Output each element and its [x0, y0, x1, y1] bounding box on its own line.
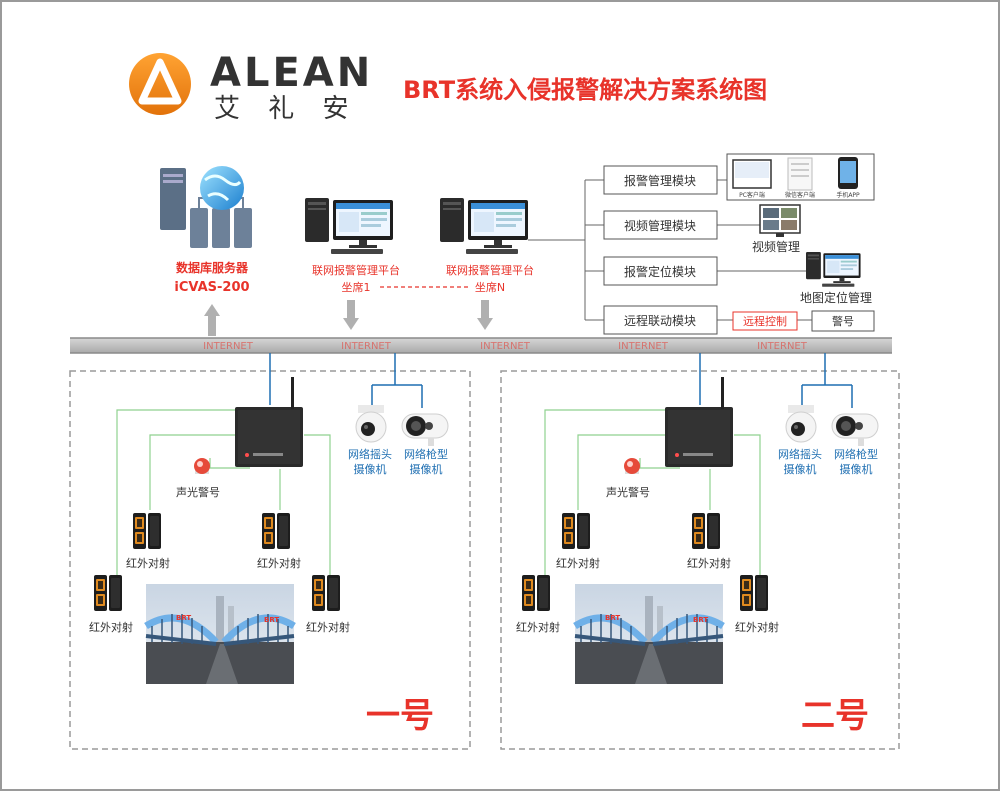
- svg-text:远程联动模块: 远程联动模块: [624, 313, 696, 328]
- site2-ir-label: 红外对射: [516, 620, 560, 634]
- site2-wiring: [544, 353, 853, 575]
- module-video: 视频管理模块: [603, 210, 718, 240]
- site2-ir-label: 红外对射: [735, 620, 779, 634]
- internet-labels: INTERNET INTERNET INTERNET INTERNET INTERNET: [203, 341, 808, 352]
- module-connectors: [528, 179, 812, 321]
- siren-icon: [624, 458, 640, 474]
- site1-ir-label: 红外对射: [257, 556, 301, 570]
- site1-ir-label: 红外对射: [126, 556, 170, 570]
- remote-control-box: 远程控制: [732, 311, 798, 331]
- site1-bullet-label-2: 摄像机: [410, 462, 443, 476]
- internet-label: INTERNET: [341, 341, 392, 352]
- site2-bullet-label-1: 网络枪型: [834, 447, 878, 461]
- arrow-down-icon: [477, 300, 493, 330]
- internet-label: INTERNET: [480, 341, 531, 352]
- site1-wiring: [116, 353, 423, 575]
- client-pc-label: PC客户端: [739, 191, 765, 199]
- site2-bridge-tag-1: BRT: [605, 614, 620, 622]
- site2-title: 二号: [801, 696, 869, 736]
- site1-bridge-tag-2: BRT: [264, 616, 279, 624]
- dome-camera-icon: [355, 404, 387, 443]
- seat1-line2: 坐席1: [342, 280, 371, 294]
- arrow-down-icon: [343, 300, 359, 330]
- seat1-line1: 联网报警管理平台: [312, 263, 400, 277]
- svg-text:报警定位模块: 报警定位模块: [624, 264, 696, 279]
- internet-label: INTERNET: [203, 341, 254, 352]
- seatN-line2: 坐席N: [475, 280, 505, 294]
- site1-ir-label: 红外对射: [89, 620, 133, 634]
- db-server-name: 数据库服务器: [176, 260, 249, 275]
- client-app-label: 手机APP: [836, 191, 860, 199]
- seatN-line1: 联网报警管理平台: [446, 263, 534, 277]
- site1-ir-label: 红外对射: [306, 620, 350, 634]
- site2-ir-label: 红外对射: [687, 556, 731, 570]
- map-mgmt-label: 地图定位管理: [800, 290, 872, 305]
- svg-text:远程控制: 远程控制: [743, 314, 787, 328]
- video-mgmt-label: 视频管理: [752, 239, 800, 254]
- site2-dome-label-1: 网络摇头: [778, 447, 822, 461]
- module-remote: 远程联动模块: [603, 305, 718, 335]
- site1-bullet-label-1: 网络枪型: [404, 447, 448, 461]
- clients-box: PC客户端 微信客户端 手机APP: [726, 153, 875, 201]
- bridge-photo: [146, 584, 294, 684]
- dome-camera-icon: [785, 404, 817, 443]
- logo-icon: [129, 53, 191, 115]
- svg-text:报警管理模块: 报警管理模块: [624, 173, 696, 188]
- siren-box: 警号: [811, 310, 875, 332]
- site2-siren-label: 声光警号: [606, 485, 650, 499]
- site1-dome-label-2: 摄像机: [354, 462, 387, 476]
- diagram-title: BRT系统入侵报警解决方案系统图: [403, 76, 767, 104]
- arrow-up-icon: [204, 304, 220, 336]
- brand-name-en: ALEAN: [210, 50, 373, 96]
- siren-icon: [194, 458, 210, 474]
- svg-text:视频管理模块: 视频管理模块: [624, 218, 696, 233]
- internet-label: INTERNET: [757, 341, 808, 352]
- site1-siren-label: 声光警号: [176, 485, 220, 499]
- internet-bus: [70, 337, 892, 354]
- client-web-label: 微信客户端: [785, 191, 815, 199]
- internet-label: INTERNET: [618, 341, 669, 352]
- site1-title: 一号: [366, 696, 434, 736]
- site1-dome-label-1: 网络摇头: [348, 447, 392, 461]
- site2-bridge-tag-2: BRT: [693, 616, 708, 624]
- site2-box: [500, 370, 900, 750]
- site2-dome-label-2: 摄像机: [784, 462, 817, 476]
- video-monitor-icon: [759, 204, 801, 237]
- bridge-photo: [575, 584, 723, 684]
- module-alarm: 报警管理模块: [603, 165, 718, 195]
- site1-bridge-tag-1: BRT: [176, 614, 191, 622]
- globe-icon: [200, 166, 244, 210]
- phone-icon: [838, 157, 858, 189]
- module-locate: 报警定位模块: [603, 256, 718, 286]
- site2-ir-label: 红外对射: [556, 556, 600, 570]
- site2-bullet-label-2: 摄像机: [840, 462, 873, 476]
- db-server-model: iCVAS-200: [174, 280, 249, 295]
- svg-text:警号: 警号: [832, 314, 854, 328]
- brand-name-cn: 艾 礼 安: [214, 94, 359, 124]
